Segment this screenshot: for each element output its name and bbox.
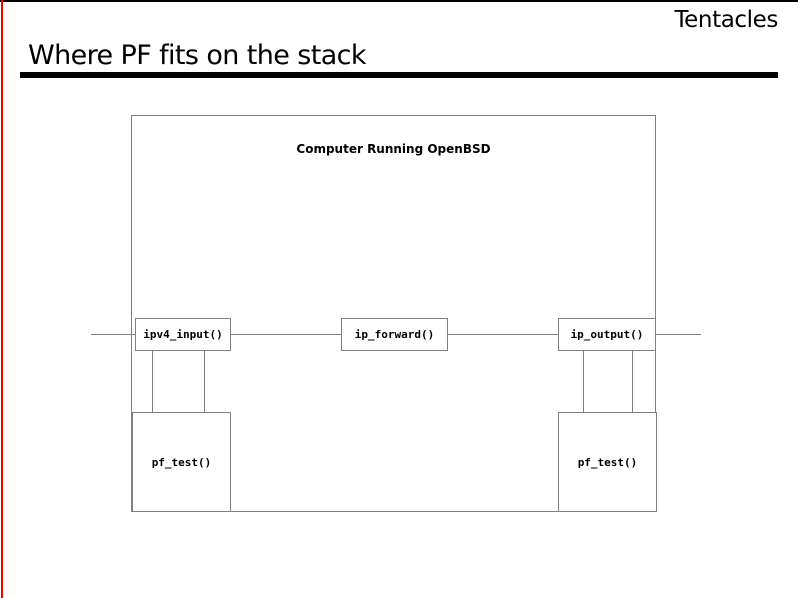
node-pf-test-inbound-label: pf_test() xyxy=(151,455,212,469)
node-ip-forward-label: ip_forward() xyxy=(354,328,435,341)
node-ipv4-input[interactable]: ipv4_input() xyxy=(135,318,231,351)
wire-forward-to-output xyxy=(448,334,559,335)
wire-external-egress xyxy=(656,334,701,335)
node-ip-forward[interactable]: ip_forward() xyxy=(341,318,448,351)
wire-output-to-pftest-left xyxy=(583,350,584,413)
wire-output-to-pftest-right xyxy=(632,350,633,413)
node-ip-output-label: ip_output() xyxy=(570,328,644,341)
page-title: Where PF fits on the stack xyxy=(28,40,367,71)
wire-input-to-forward xyxy=(231,334,342,335)
node-pf-test-outbound[interactable]: pf_test() xyxy=(558,412,657,512)
computer-frame-title: Computer Running OpenBSD xyxy=(296,142,491,156)
left-accent-rule xyxy=(1,0,3,598)
title-underline-rule xyxy=(20,72,778,78)
deck-name-label: Tentacles xyxy=(674,7,778,33)
node-ipv4-input-label: ipv4_input() xyxy=(143,328,223,341)
wire-external-ingress xyxy=(91,334,136,335)
wire-input-to-pftest-right xyxy=(204,350,205,413)
computer-frame xyxy=(131,115,656,512)
node-ip-output[interactable]: ip_output() xyxy=(558,318,656,351)
node-pf-test-outbound-label: pf_test() xyxy=(577,455,638,469)
node-pf-test-inbound[interactable]: pf_test() xyxy=(132,412,231,512)
top-border-rule xyxy=(0,0,798,2)
wire-input-to-pftest-left xyxy=(152,350,153,413)
